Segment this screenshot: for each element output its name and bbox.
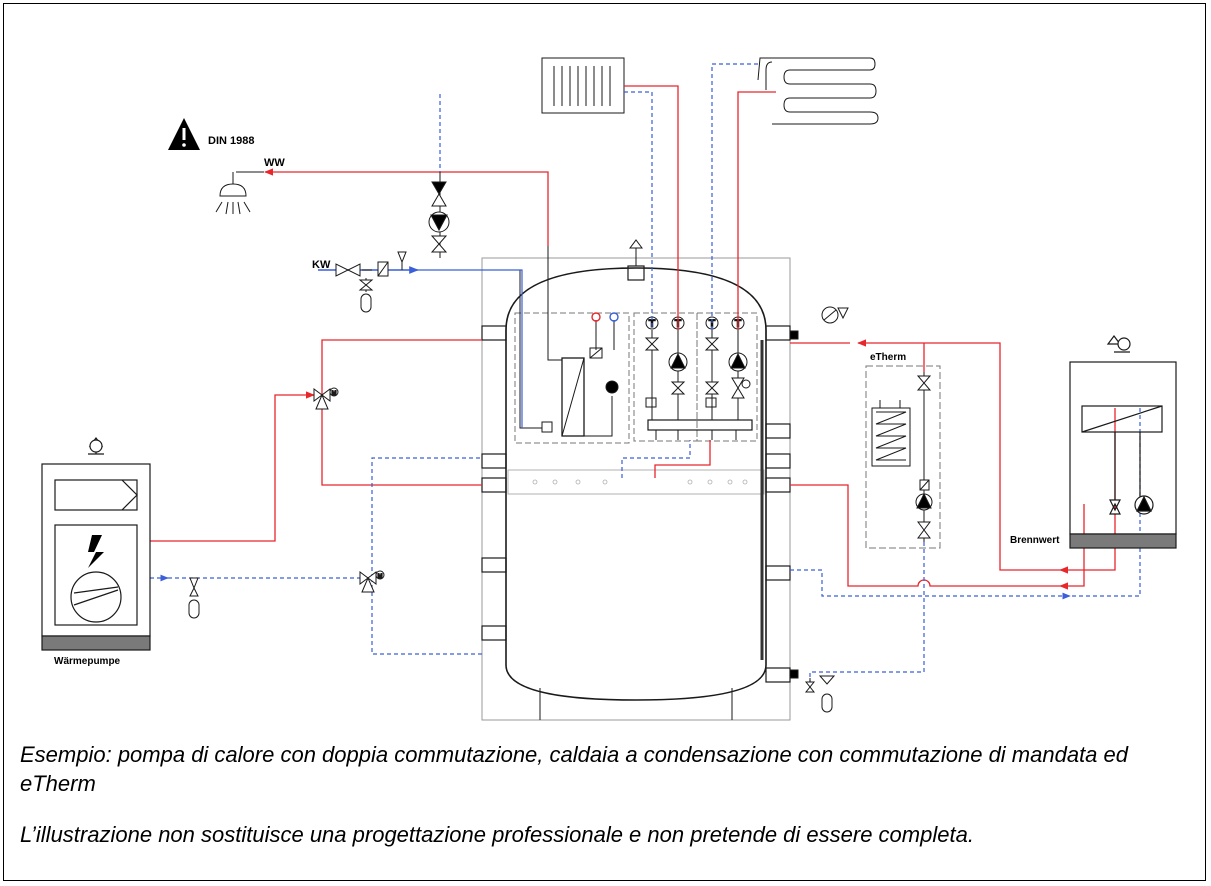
figure-frame	[3, 3, 1206, 881]
three-way-valve-supply: M	[313, 387, 339, 410]
return-piping	[150, 63, 1141, 690]
etherm-unit	[865, 365, 941, 549]
disclaimer-caption: L’illustrazione non sostituisce una prog…	[20, 822, 974, 847]
etherm-label: eTherm	[870, 352, 906, 363]
three-way-valve-return: M	[359, 570, 385, 593]
warning-icon	[168, 118, 200, 150]
supply-piping	[150, 85, 1116, 590]
underfloor-heating	[757, 57, 879, 125]
storage-tank	[481, 239, 799, 721]
hydraulic-schematic: T T T T	[41, 57, 1177, 721]
heat-pump	[41, 437, 151, 651]
motor-valve-label-2: M	[378, 574, 383, 580]
fresh-water-module	[514, 246, 630, 444]
heat-pump-expansion	[188, 577, 200, 619]
din-label: DIN 1988	[208, 135, 254, 147]
figure-caption: Esempio: pompa di calore con doppia comm…	[20, 742, 1129, 796]
pressure-gauge-etherm	[821, 306, 849, 324]
cold-water-valves	[335, 251, 407, 313]
brennwert-label: Brennwert	[1010, 535, 1060, 546]
kw-label: KW	[312, 259, 331, 271]
waermepumpe-label: Wärmepumpe	[54, 656, 121, 667]
motor-valve-label-1: M	[332, 391, 337, 397]
dhw-pump-group	[428, 181, 450, 253]
cold-water-line	[318, 172, 523, 428]
ww-label: WW	[264, 157, 285, 169]
thermometer-label-3: T	[709, 318, 716, 330]
radiator	[541, 57, 625, 114]
condensing-boiler	[1069, 335, 1177, 549]
drain-valve	[804, 675, 836, 713]
heating-circuit-modules: T T T T	[633, 312, 758, 442]
shower-head	[215, 171, 264, 215]
